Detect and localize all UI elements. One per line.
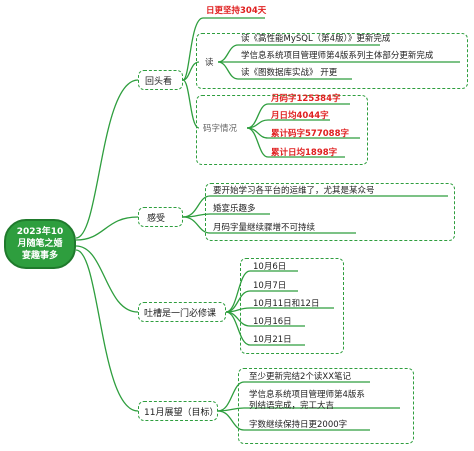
root-title-line1: 2023年10 <box>16 227 64 237</box>
read-item-2[interactable]: 学信息系统项目管理师第4版系列主体部分更新完成 <box>241 51 434 61</box>
branch3-title: 吐槽是一门必修课 <box>144 309 217 319</box>
feeling-item-1[interactable]: 要开始学习各平台的运维了，尤其是某众号 <box>213 186 375 196</box>
complaint-item-3[interactable]: 10月11日和12日 <box>253 299 320 309</box>
complaint-item-1[interactable]: 10月6日 <box>253 262 287 272</box>
stats-item-2[interactable]: 月日均4044字 <box>271 111 329 122</box>
stats-group-box <box>196 95 368 165</box>
complaint-item-2[interactable]: 10月7日 <box>253 281 287 291</box>
branch3-box[interactable] <box>138 302 226 322</box>
branch1-title: 回头看 <box>145 77 173 87</box>
top-leaf-text: 日更坚持304天 <box>206 6 267 16</box>
branch2-title: 感受 <box>147 214 166 224</box>
outlook-item-2a[interactable]: 学信息系统项目管理师第4版系 <box>249 390 365 400</box>
stats-item-4-text: 累计日均1898字 <box>271 148 338 158</box>
stats-item-4[interactable]: 累计日均1898字 <box>271 148 337 159</box>
connector-root-branch3 <box>75 245 139 313</box>
branch1-box[interactable] <box>138 70 183 90</box>
connector-root-branch4 <box>75 249 139 412</box>
root-topic[interactable]: 2023年10 月随笔之婚 宴趣事多 <box>4 219 76 269</box>
connector-root-branch2 <box>75 216 139 241</box>
read-item-3[interactable]: 读《图数据库实战》 开更 <box>241 68 338 78</box>
connector-branch1-topleaf <box>182 17 265 81</box>
branch3-group-box <box>240 258 344 354</box>
branch2-group-box <box>205 183 455 241</box>
stats-item-3-text: 累计码字577088字 <box>271 129 349 139</box>
stats-item-1-text: 月码字125384字 <box>271 94 341 104</box>
outlook-item-1[interactable]: 至少更新完结2个读XX笔记 <box>249 372 352 382</box>
branch1-top-leaf[interactable]: 日更坚持304天 <box>206 6 266 17</box>
read-group-box <box>196 33 468 89</box>
outlook-item-3[interactable]: 字数继续保持日更2000字 <box>249 420 348 430</box>
branch4-box[interactable] <box>138 401 218 421</box>
read-label: 读 <box>205 58 214 68</box>
branch2-box[interactable] <box>138 207 183 227</box>
connector-branch1-read <box>182 61 200 81</box>
branch4-title: 11月展望（目标） <box>144 408 219 418</box>
connector-root-branch1 <box>75 79 139 239</box>
complaint-item-5[interactable]: 10月21日 <box>253 335 292 345</box>
root-title-line2: 月随笔之婚 <box>17 239 63 249</box>
outlook-item-2b[interactable]: 列结语完成，完工大吉 <box>249 401 335 411</box>
complaint-item-4[interactable]: 10月16日 <box>253 317 292 327</box>
root-title-line3: 宴趣事多 <box>21 251 58 261</box>
stats-item-3[interactable]: 累计码字577088字 <box>271 129 349 140</box>
stats-item-2-text: 月日均4044字 <box>271 111 329 121</box>
stats-label: 码字情况 <box>203 124 238 134</box>
feeling-item-3[interactable]: 月码字量继续骤增不可持续 <box>213 223 316 233</box>
read-item-1[interactable]: 读《高性能MySQL（第4版）》更新完成 <box>241 34 391 44</box>
feeling-item-2[interactable]: 婚宴乐趣多 <box>213 204 256 214</box>
connector-branch1-stats <box>182 79 200 129</box>
stats-item-1[interactable]: 月码字125384字 <box>271 94 341 105</box>
branch4-group-box <box>238 368 414 444</box>
